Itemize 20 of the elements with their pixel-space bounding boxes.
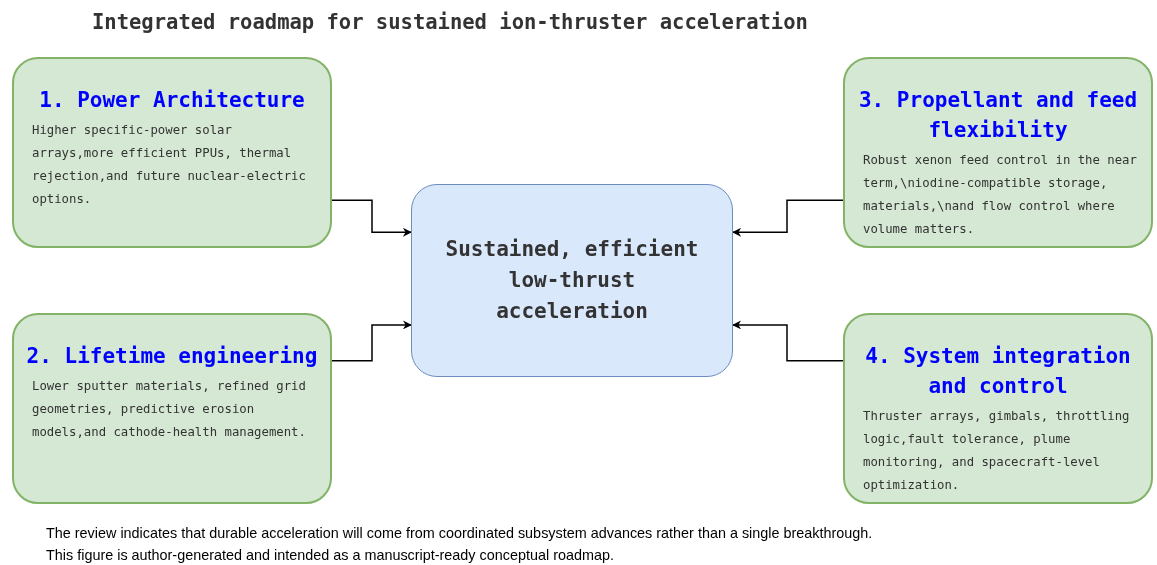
arrow [331, 199, 412, 237]
roadmap-card [12, 313, 332, 504]
arrow [732, 320, 844, 362]
arrow [732, 199, 844, 237]
diagram-title: Integrated roadmap for sustained ion-thruster acceleration [92, 10, 808, 34]
card-description: Higher specific-power solar arrays,more efficient PPUs, thermal rejection,and future nuclear-electric options. [32, 122, 307, 208]
card-heading: 1. Power Architecture [38, 87, 306, 114]
card-heading: 2. Lifetime engineering [25, 343, 319, 370]
goal-box [411, 184, 733, 377]
card-description: Robust xenon feed control in the near term,\niodine-compatible storage, materials,\nand flow control where volume matters. [863, 152, 1138, 238]
card-description: Thruster arrays, gimbals, throttling logic,fault tolerance, plume monitoring, and spacecraft-level optimization. [863, 408, 1131, 494]
roadmap-card [12, 57, 332, 248]
card-heading: 3. Propellant and feed flexibility [857, 87, 1139, 144]
roadmap-card [843, 313, 1153, 504]
roadmap-card [843, 57, 1153, 248]
arrow [331, 320, 412, 362]
figure-caption: The review indicates that durable acceleration will come from coordinated subsystem advances rather than a single breakthrough. This figure is author-generated and intended as a manuscript-ready conceptual roadmap. [46, 524, 874, 565]
goal-text: Sustained, efficient low-thrust acceleration [444, 236, 700, 325]
card-heading: 4. System integration and control [864, 343, 1132, 400]
card-description: Lower sputter materials, refined grid geometries, predictive erosion models,and cathode-health management. [32, 378, 307, 441]
